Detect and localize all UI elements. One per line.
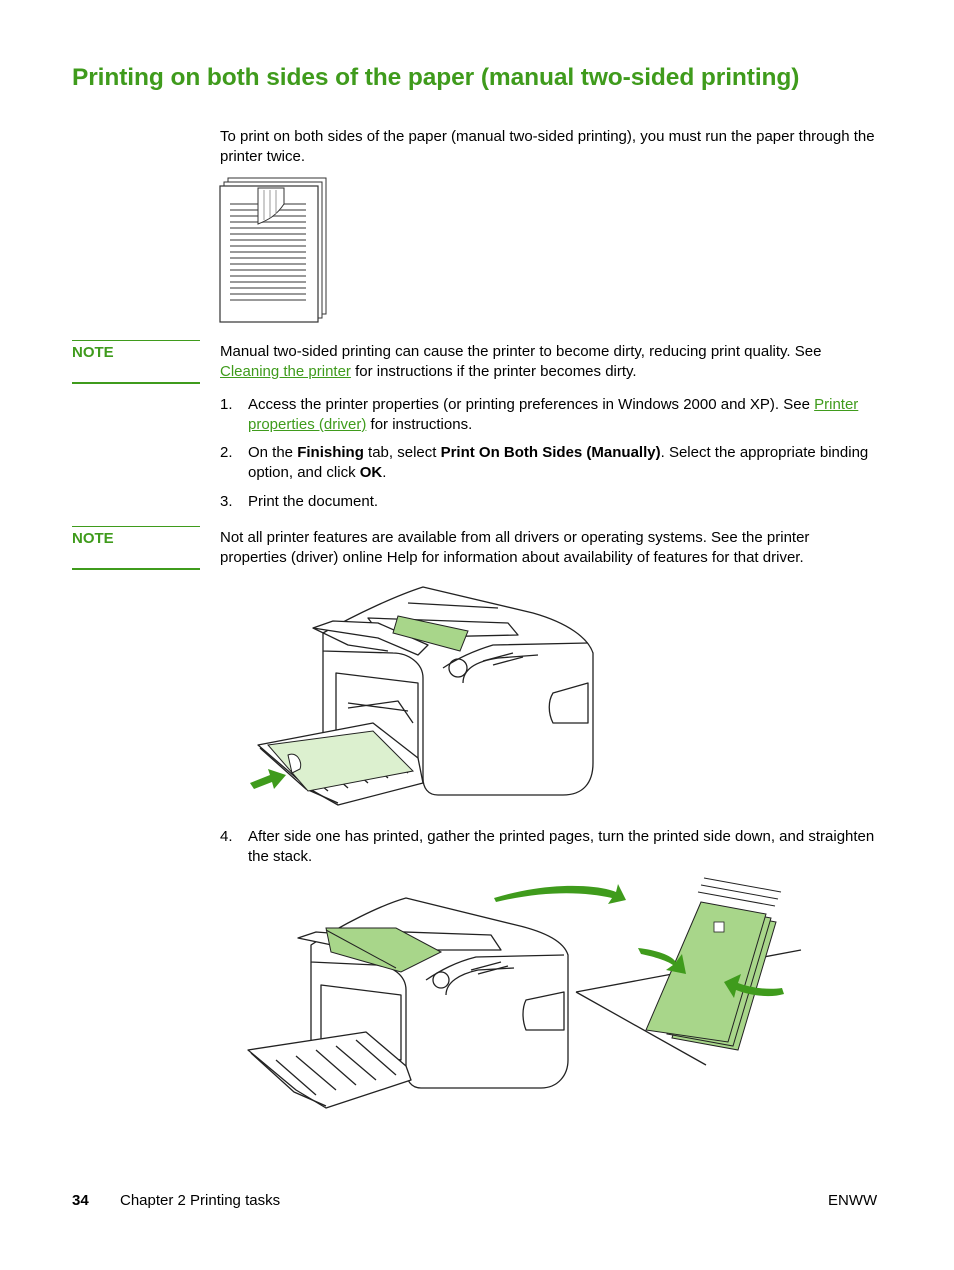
step-text: Print the document.: [248, 493, 379, 510]
step-text: Access the printer properties (or printi…: [248, 395, 878, 435]
step-text-end: for instructions.: [366, 416, 473, 433]
note-label: NOTE: [72, 526, 200, 570]
step-number: 1.: [220, 396, 233, 413]
page-title: Printing on both sides of the paper (man…: [72, 64, 800, 91]
cleaning-printer-link[interactable]: Cleaning the printer: [220, 363, 351, 380]
duplex-pages-illustration: [219, 177, 327, 323]
printer-loading-illustration: [250, 586, 594, 806]
printer-properties-link[interactable]: Printer properties (driver): [248, 396, 859, 433]
printer-flip-stack-illustration: [247, 877, 802, 1109]
intro-paragraph: To print on both sides of the paper (man…: [220, 128, 875, 165]
note-text-start: Manual two-sided printing can cause the …: [220, 343, 822, 360]
step-text-part: .: [382, 464, 387, 481]
note-text: Manual two-sided printing can cause the …: [220, 342, 880, 382]
step-number: 2.: [220, 444, 233, 461]
step-number: 3.: [220, 493, 233, 510]
chapter-title: Chapter 2 Printing tasks: [120, 1192, 281, 1209]
note-text-end: for instructions if the printer becomes …: [350, 363, 637, 380]
step-text-start: Access the printer properties (or printi…: [248, 396, 815, 413]
footer-right: ENWW: [828, 1192, 878, 1209]
step-text: After side one has printed, gather the p…: [248, 828, 875, 865]
print-both-sides-term: Print On Both Sides (Manually): [440, 444, 661, 461]
note-label: NOTE: [72, 340, 200, 384]
step-text-part: tab, select: [363, 444, 441, 461]
note-text: Not all printer features are available f…: [220, 529, 810, 566]
step-number: 4.: [220, 828, 233, 845]
page-number: 34: [72, 1192, 89, 1209]
ok-term: OK: [359, 464, 383, 481]
step-text-part: . Select the appropriate binding option,…: [248, 444, 869, 481]
step-text: On the Finishing tab, select Print On Bo…: [248, 443, 878, 483]
step-text-part: On the: [248, 444, 298, 461]
finishing-tab-term: Finishing: [297, 444, 364, 461]
